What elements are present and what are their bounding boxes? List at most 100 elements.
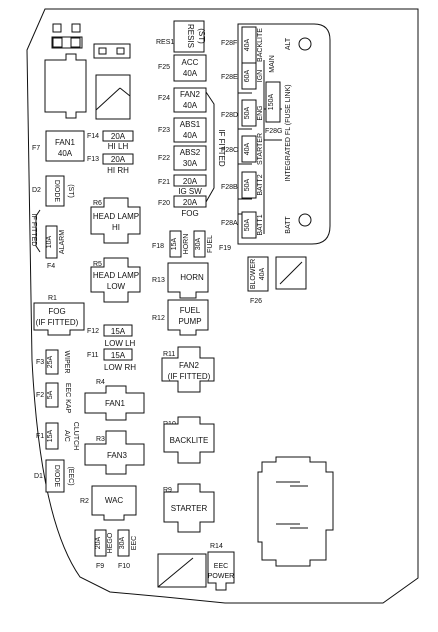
f11-ref: F11 xyxy=(87,352,99,359)
f21-ref: F21 xyxy=(158,179,170,186)
f9-ref: F9 xyxy=(96,563,104,570)
f14-rating: 20A xyxy=(111,132,126,141)
fuse-f28e: F28E 60A IGN xyxy=(221,62,264,90)
fuse-f4: 10A ALARM F4 xyxy=(45,225,66,270)
fuse-f21: F21 20A IG SW xyxy=(158,174,207,196)
f4-rating: 10A xyxy=(46,235,53,248)
f28c-ref: F28C xyxy=(221,147,238,154)
f25-name: ACC xyxy=(182,58,199,67)
alt-label: ALT xyxy=(285,37,292,50)
f9-name: HEGO xyxy=(107,532,114,553)
fuse-f28b: F28B 50A BATT2 xyxy=(221,171,264,199)
f14-name: HI LH xyxy=(108,142,129,151)
d2-tag: (ST) xyxy=(67,184,74,198)
fuse-f9: 20A HEGO F9 xyxy=(94,529,114,570)
f28e-rating: 60A xyxy=(244,69,251,82)
res1-name: RESIS xyxy=(186,24,195,48)
f22-ref: F22 xyxy=(158,155,170,162)
r5-sub: LOW xyxy=(107,282,126,291)
f14-ref: F14 xyxy=(87,133,99,140)
if-fitted-left-label: IF FITTED xyxy=(30,214,37,247)
f28d-ref: F28D xyxy=(221,112,238,119)
fuse-f1: F1 15A A/C CLUTCH xyxy=(36,422,79,450)
f2-name: EEC KAP xyxy=(64,383,71,414)
bottom-slot xyxy=(157,553,207,588)
fuse-f28f: F28F 40A BACKLITE xyxy=(221,26,264,64)
f3-name: WIPER xyxy=(63,351,70,374)
relay-r10: R10 BACKLITE xyxy=(163,416,215,464)
f28f-rating: 40A xyxy=(244,38,251,51)
r14-ref: R14 xyxy=(210,543,223,550)
f12-ref: F12 xyxy=(87,328,99,335)
f28g-rating: 150A xyxy=(268,94,275,111)
f13-name: HI RH xyxy=(107,166,129,175)
relay-r5: R5 HEAD LAMP LOW xyxy=(90,257,141,303)
f20-rating: 20A xyxy=(183,198,198,207)
fuse-f3: F3 25A WIPER xyxy=(36,349,70,375)
fuse-f14: F14 20A HI LH xyxy=(87,130,134,151)
r12-name: FUEL xyxy=(180,306,201,315)
relay-r3: R3 FAN3 xyxy=(84,430,145,475)
r9-name: STARTER xyxy=(171,504,208,513)
f2-rating: 5A xyxy=(47,390,54,399)
r12-ref: R12 xyxy=(152,315,165,322)
f28c-rating: 40A xyxy=(244,142,251,155)
relay-r4: R4 FAN1 xyxy=(84,379,145,421)
d2-name: DIODE xyxy=(53,180,60,203)
fuse-f28d: F28D 50A ENG xyxy=(221,99,264,127)
f18-rating: 15A xyxy=(171,237,178,250)
batt-label: BATT xyxy=(285,216,292,234)
if-fitted-bracket-right: IF FITTED xyxy=(205,91,226,203)
relay-r13: R13 HORN xyxy=(152,262,209,299)
r13-name: HORN xyxy=(180,273,204,282)
fuse-f28a: F28A 50A BATT1 xyxy=(221,211,264,239)
res1-tag: (ST) xyxy=(197,28,206,44)
f23-rating: 40A xyxy=(183,131,198,140)
f3-rating: 25A xyxy=(47,355,54,368)
r9-ref: R9 xyxy=(163,487,172,494)
f19-rating: 30A xyxy=(195,237,202,250)
f28b-ref: F28B xyxy=(221,184,238,191)
fuse-f28c: F28C 40A STARTER xyxy=(221,133,264,165)
f11-rating: 15A xyxy=(111,351,126,360)
f10-name: EEC xyxy=(131,536,138,550)
blower-side-slot xyxy=(275,256,307,290)
fuse-f7: F7 FAN1 40A xyxy=(32,130,85,162)
r3-name: FAN3 xyxy=(107,451,128,460)
r3-ref: R3 xyxy=(96,436,105,443)
f28g-ref: F28G xyxy=(265,128,283,135)
f19-ref: F19 xyxy=(219,245,231,252)
r14-name: EEC xyxy=(214,563,228,570)
diode-d2: D2 DIODE (ST) xyxy=(32,175,74,207)
f19-name: FUEL xyxy=(207,235,214,253)
f4-ref: F4 xyxy=(47,263,55,270)
fuse-f18: F18 15A HORN xyxy=(152,230,190,258)
f28f-ref: F28F xyxy=(221,40,237,47)
relay-r12: R12 FUEL PUMP xyxy=(152,299,209,336)
r12-sub: PUMP xyxy=(178,317,201,326)
r14-sub: POWER xyxy=(208,573,234,580)
f28c-name: STARTER xyxy=(257,133,264,165)
top-left-connectors xyxy=(44,23,131,120)
r2-ref: R2 xyxy=(80,498,89,505)
f28a-ref: F28A xyxy=(221,220,238,227)
fuse-f11: F11 15A LOW RH xyxy=(87,348,136,372)
r11-sub: (IF FITTED) xyxy=(168,372,211,381)
f28e-ref: F28E xyxy=(221,74,238,81)
f22-name: ABS2 xyxy=(180,148,201,157)
fuse-box-outline xyxy=(26,8,419,604)
f20-ref: F20 xyxy=(158,200,170,207)
f10-rating: 30A xyxy=(119,536,126,549)
r6-name: HEAD LAMP xyxy=(93,212,139,221)
f28e-name: IGN xyxy=(257,70,264,82)
f28b-name: BATT2 xyxy=(257,174,264,195)
r1-ref: R1 xyxy=(48,295,57,302)
f4-name: ALARM xyxy=(59,230,66,254)
f1-name: A/C xyxy=(63,430,70,442)
f23-ref: F23 xyxy=(158,127,170,134)
fuse-f20: F20 20A FOG xyxy=(158,195,207,218)
f18-name: HORN xyxy=(183,234,190,255)
main-connector-block xyxy=(257,456,334,567)
fuse-f25: F25 ACC 40A xyxy=(158,54,207,82)
